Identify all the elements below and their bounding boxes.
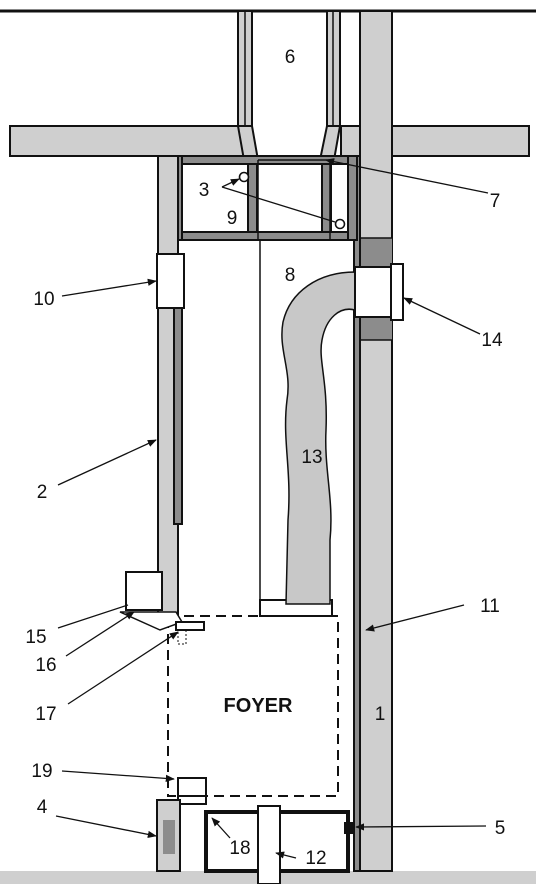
outside-air-inlet	[257, 805, 281, 884]
fixing-bracket	[175, 621, 205, 631]
wall-air-outlet	[354, 266, 394, 318]
base-foot	[177, 777, 207, 797]
ceiling-left	[9, 125, 252, 157]
leader-12	[275, 851, 297, 859]
hood-panel-reinforcement	[173, 299, 183, 525]
leader-14	[403, 297, 481, 335]
leader-3a	[221, 178, 240, 188]
label-12: 12	[305, 848, 326, 869]
screw-upper	[238, 171, 250, 183]
label-16: 16	[35, 655, 56, 676]
leader-15	[57, 604, 129, 629]
label-9: 9	[227, 208, 238, 229]
foyer-label: FOYER	[224, 695, 293, 717]
label-14: 14	[481, 330, 503, 351]
decorative-box	[125, 571, 163, 611]
leader-19	[61, 770, 175, 783]
wall-air-outlet-flange	[390, 263, 404, 321]
label-1: 1	[375, 704, 386, 725]
label-17: 17	[35, 704, 56, 725]
leader-5	[355, 823, 487, 831]
flexible-air-duct	[281, 271, 356, 605]
leader-18	[211, 817, 231, 839]
ventilation-grille	[156, 253, 185, 309]
label-11: 11	[480, 596, 500, 617]
screw-lower	[334, 218, 346, 230]
label-7: 7	[490, 191, 501, 212]
leader-3b	[221, 186, 336, 223]
leader-11	[365, 604, 465, 632]
label-13: 13	[301, 447, 322, 468]
leader-4	[55, 815, 157, 838]
leader-16	[65, 611, 135, 657]
label-8: 8	[285, 265, 296, 286]
wall-anchor	[344, 822, 354, 834]
flue-collar-right	[318, 125, 342, 161]
label-4: 4	[37, 797, 48, 818]
leader-2	[57, 439, 157, 486]
leader-7	[325, 158, 489, 194]
label-19: 19	[31, 761, 52, 782]
leader-10	[61, 278, 157, 297]
label-6: 6	[285, 47, 296, 68]
foyer-outline	[167, 615, 339, 797]
label-2: 2	[37, 482, 48, 503]
leader-17	[67, 631, 179, 705]
label-15: 15	[25, 627, 46, 648]
label-5: 5	[495, 818, 506, 839]
wall-protection-plate	[353, 155, 361, 872]
label-10: 10	[33, 289, 54, 310]
frame-post-wall	[347, 155, 358, 241]
fixing-bolt	[177, 629, 187, 645]
wall	[359, 10, 393, 872]
label-3: 3	[199, 180, 210, 201]
label-18: 18	[229, 838, 250, 859]
